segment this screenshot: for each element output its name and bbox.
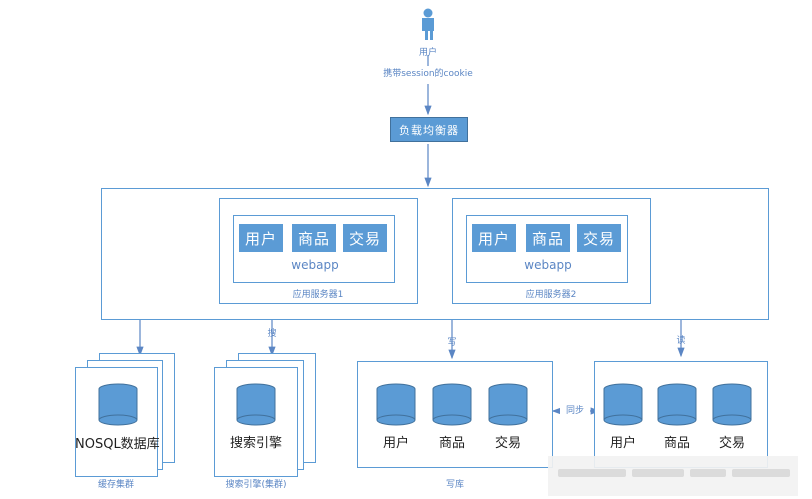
write-db-product-label: 商品 — [438, 436, 465, 451]
server1-product-module: 商品 — [292, 224, 336, 252]
webapp-label-1: webapp — [291, 258, 339, 272]
app-server-2-label: 应用服务器2 — [525, 290, 577, 300]
database-cylinder-icon — [657, 383, 697, 426]
app-server-1-label: 应用服务器1 — [292, 290, 344, 300]
search-connector-label: 搜 — [267, 329, 277, 339]
search-engine-label: 搜索引擎 — [229, 436, 282, 451]
sync-label: 同步 — [560, 403, 590, 416]
database-cylinder-icon — [712, 383, 752, 426]
watermark-line — [690, 469, 726, 477]
server2-user-module: 用户 — [472, 224, 516, 252]
database-cylinder-icon — [488, 383, 528, 426]
cache-caption: 缓存集群 — [97, 480, 134, 490]
user-label: 用户 — [418, 48, 437, 58]
search-caption: 搜索引擎(集群) — [225, 480, 287, 490]
nosql-label: NOSQL数据库 — [75, 437, 160, 452]
read-db-trade-label: 交易 — [718, 436, 745, 451]
write-db-user-label: 用户 — [382, 436, 409, 451]
server1-trade-module: 交易 — [343, 224, 387, 252]
read-db-product-label: 商品 — [663, 436, 690, 451]
database-cylinder-icon — [98, 383, 138, 426]
server2-trade-module: 交易 — [577, 224, 621, 252]
write-db-caption: 写库 — [446, 480, 465, 490]
watermark-line — [632, 469, 684, 477]
app-server-cluster — [101, 188, 769, 320]
watermark-line — [558, 469, 626, 477]
database-cylinder-icon — [376, 383, 416, 426]
server1-user-module: 用户 — [239, 224, 283, 252]
read-connector-label: 读 — [676, 336, 686, 346]
load-balancer: 负载均衡器 — [390, 117, 468, 142]
server2-product-module: 商品 — [526, 224, 570, 252]
read-db-user-label: 用户 — [609, 436, 636, 451]
webapp-label-2: webapp — [524, 258, 572, 272]
database-cylinder-icon — [432, 383, 472, 426]
database-cylinder-icon — [236, 383, 276, 426]
write-connector-label: 写 — [447, 338, 457, 348]
user-figure-icon — [422, 8, 434, 40]
database-cylinder-icon — [603, 383, 643, 426]
watermark-line — [732, 469, 790, 477]
cookie-label: 携带session的cookie — [383, 69, 473, 79]
watermark-overlay — [548, 456, 798, 496]
write-db-trade-label: 交易 — [494, 436, 521, 451]
